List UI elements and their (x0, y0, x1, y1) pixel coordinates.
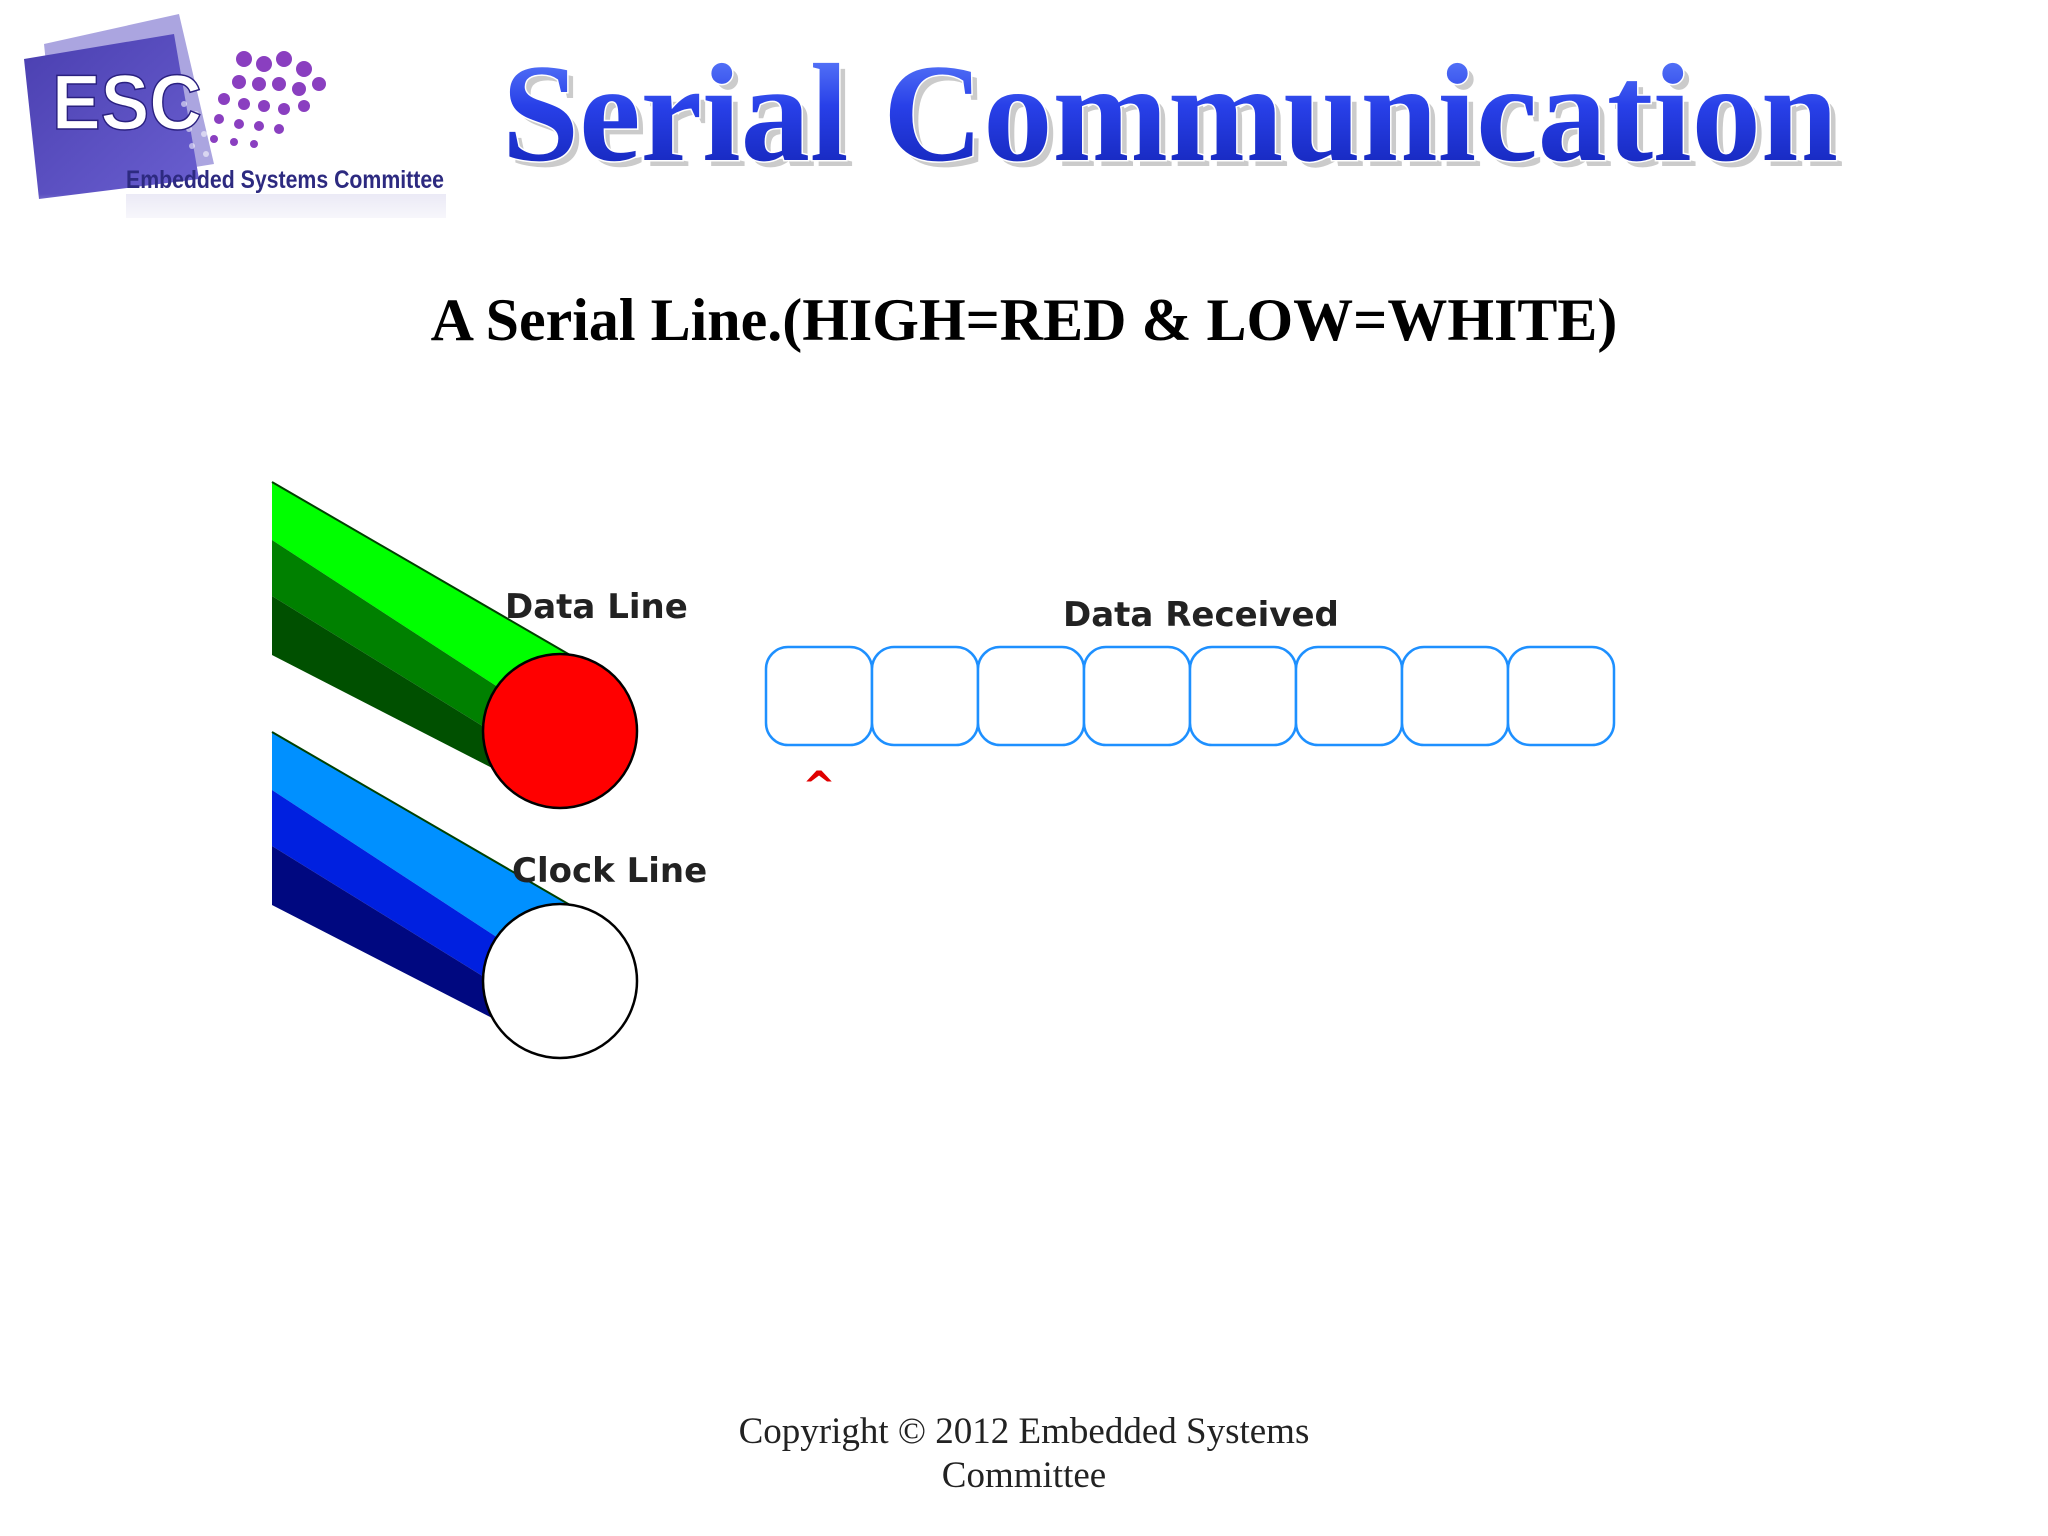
data-received-label: Data Received (1063, 595, 1339, 635)
slide-title-text: Serial Communication (502, 40, 1838, 191)
esc-logo: ESC Embedded Systems Committee (24, 14, 454, 234)
bit-box (976, 645, 1086, 747)
bit-box (870, 645, 980, 747)
slide-subtitle: A Serial Line.(HIGH=RED & LOW=WHITE) (430, 287, 1618, 353)
bit-box (1082, 645, 1192, 747)
logo-org-name: Embedded Systems Committee (126, 166, 444, 194)
bit-box (1400, 645, 1510, 747)
clock-line-label: Clock Line (512, 851, 707, 891)
bit-box (1294, 645, 1404, 747)
data-line-label: Data Line (505, 587, 688, 627)
clock-line-end (481, 902, 639, 1060)
data-received-bits (764, 645, 1616, 747)
bit-box (764, 645, 874, 747)
copyright-footer: Copyright © 2012 Embedded Systems Commit… (0, 1410, 2048, 1498)
slide-title-shadow: Serial Communication (508, 42, 1844, 197)
bit-box (1188, 645, 1298, 747)
slide-title: Serial Communication Serial Communicatio… (501, 40, 1845, 197)
clock-line-cable (271, 731, 639, 1060)
copyright-line-1: Copyright © 2012 Embedded Systems (738, 1411, 1310, 1452)
copyright-line-2: Committee (941, 1455, 1107, 1496)
logo-initials: ESC (52, 58, 202, 146)
clock-line-band-top (272, 732, 570, 985)
data-line-band-top (272, 482, 570, 734)
data-line-end (481, 652, 639, 810)
bit-box (1506, 645, 1616, 747)
bit-pointer-caret: ^ (802, 764, 836, 810)
data-line-cable (271, 481, 639, 810)
